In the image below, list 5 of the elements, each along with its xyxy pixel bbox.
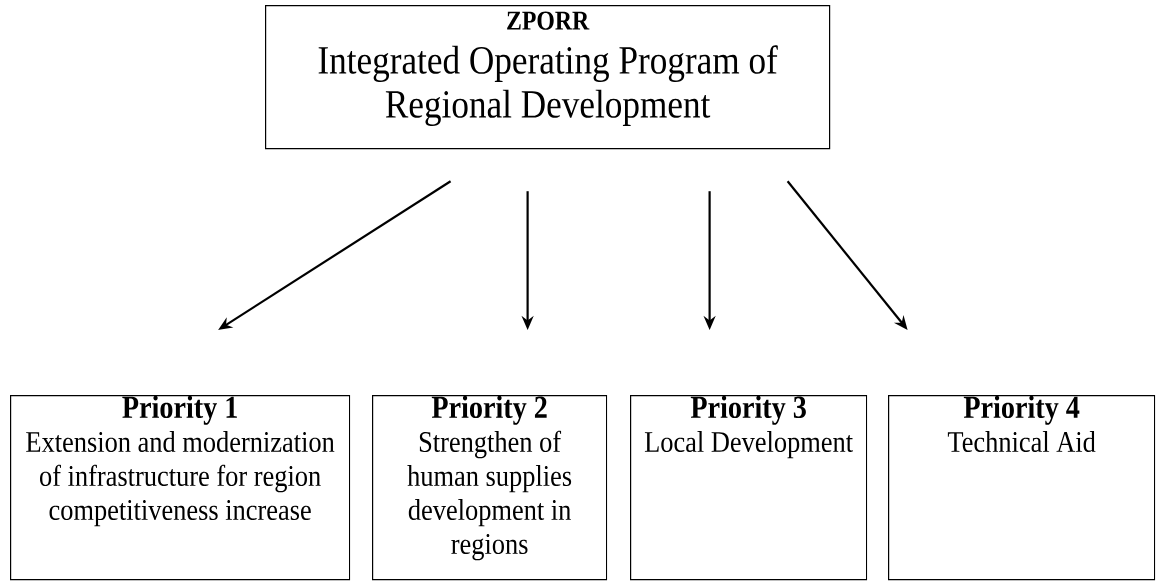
priority-box: Priority 3 Local Development bbox=[630, 395, 868, 581]
priority-box: Priority 1 Extension and modernization of infrastructure for region competitiveness increase bbox=[10, 395, 351, 581]
priority-box: Priority 4 Technical Aid bbox=[888, 395, 1156, 581]
program-box: ZPORR Integrated Operating Program of Regional Development bbox=[265, 5, 831, 150]
priority-box: Priority 2 Strengthen of human supplies development in regions bbox=[372, 395, 608, 581]
